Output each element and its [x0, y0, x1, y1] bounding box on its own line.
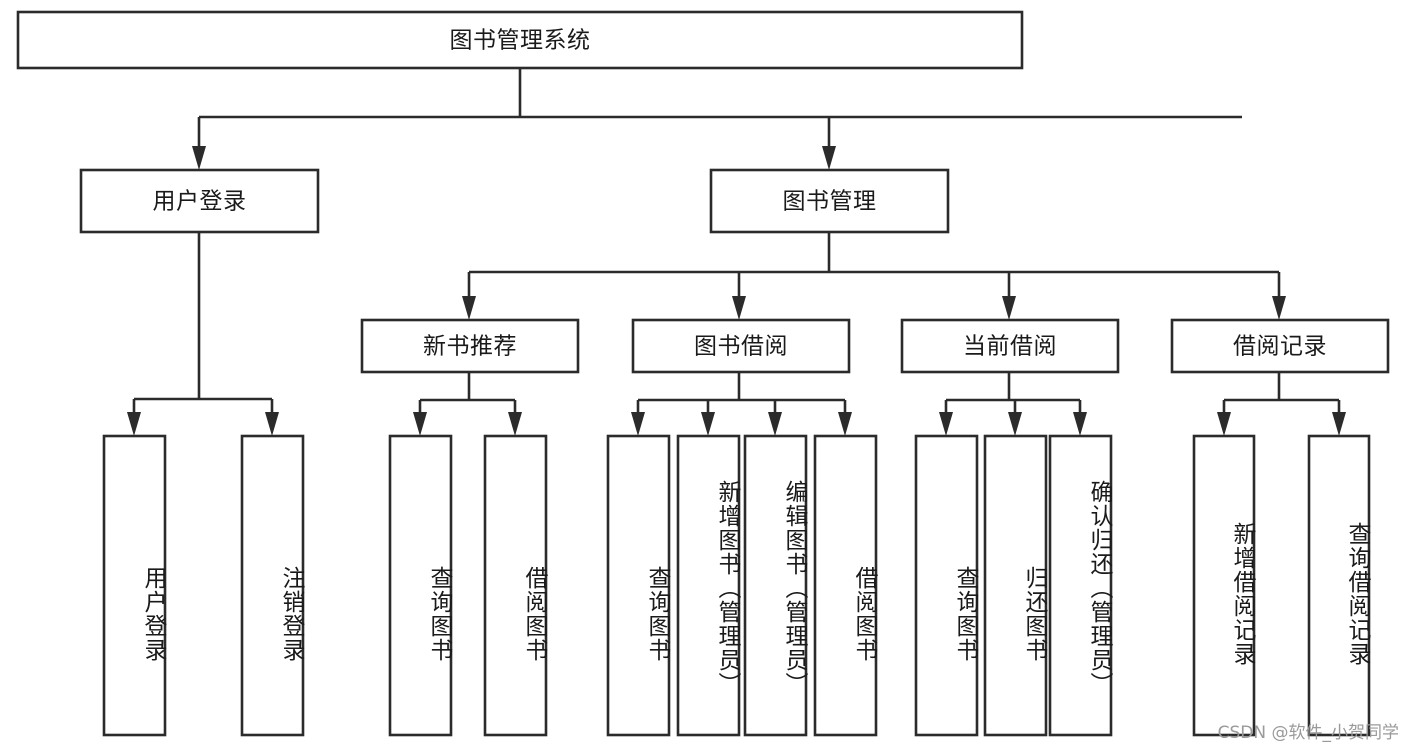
leaf-box-newbook-2[interactable] [483, 434, 548, 737]
node-current-borrow-label: 当前借阅 [963, 334, 1057, 360]
node-book-borrow-label: 图书借阅 [694, 334, 788, 360]
leaf-boxes-current-borrow [914, 434, 1113, 737]
leaf-boxes-borrow-record [1192, 434, 1371, 737]
leaf-boxes-new-book-recommend [388, 434, 548, 737]
leaf-box-bookborrow-4[interactable] [813, 434, 878, 737]
watermark-text: CSDN @软件_小贺同学 [1217, 723, 1399, 743]
node-new-book-recommend-label: 新书推荐 [423, 334, 517, 360]
connector-newbook-to-leaves [413, 372, 522, 436]
leaf-boxes-user-login [102, 434, 305, 737]
leaf-box-currentborrow-3[interactable] [1048, 434, 1113, 737]
node-book-management-label: 图书管理 [783, 189, 877, 215]
leaf-box-user-login-1[interactable] [102, 434, 167, 737]
leaf-boxes-book-borrow [606, 434, 878, 737]
leaf-box-borrowrecord-1[interactable] [1192, 434, 1256, 737]
leaf-box-currentborrow-2[interactable] [983, 434, 1048, 737]
connector-bookmgmt-to-level2 [462, 232, 1286, 320]
node-user-login-label: 用户登录 [153, 189, 247, 215]
connector-userlogin-to-leaves [127, 232, 279, 436]
node-new-book-recommend[interactable]: 新书推荐 [360, 318, 580, 374]
leaf-box-bookborrow-1[interactable] [606, 434, 671, 737]
leaf-box-borrowrecord-2[interactable] [1307, 434, 1371, 737]
leaf-box-bookborrow-2[interactable] [676, 434, 741, 737]
connector-root-to-level1 [192, 68, 1242, 170]
connector-currentborrow-to-leaves [939, 372, 1087, 436]
node-current-borrow[interactable]: 当前借阅 [900, 318, 1120, 374]
connector-bookborrow-to-leaves [631, 372, 852, 436]
leaf-box-bookborrow-3[interactable] [743, 434, 808, 737]
node-root[interactable]: 图书管理系统 [16, 10, 1024, 70]
leaf-box-newbook-1[interactable] [388, 434, 453, 737]
node-root-label: 图书管理系统 [450, 28, 591, 54]
node-borrow-record[interactable]: 借阅记录 [1170, 318, 1390, 374]
leaf-box-user-login-2[interactable] [240, 434, 305, 737]
connector-borrowrecord-to-leaves [1217, 372, 1346, 436]
node-book-management[interactable]: 图书管理 [709, 168, 950, 234]
leaf-box-currentborrow-1[interactable] [914, 434, 979, 737]
node-borrow-record-label: 借阅记录 [1233, 334, 1327, 360]
node-user-login[interactable]: 用户登录 [79, 168, 320, 234]
node-book-borrow[interactable]: 图书借阅 [631, 318, 851, 374]
